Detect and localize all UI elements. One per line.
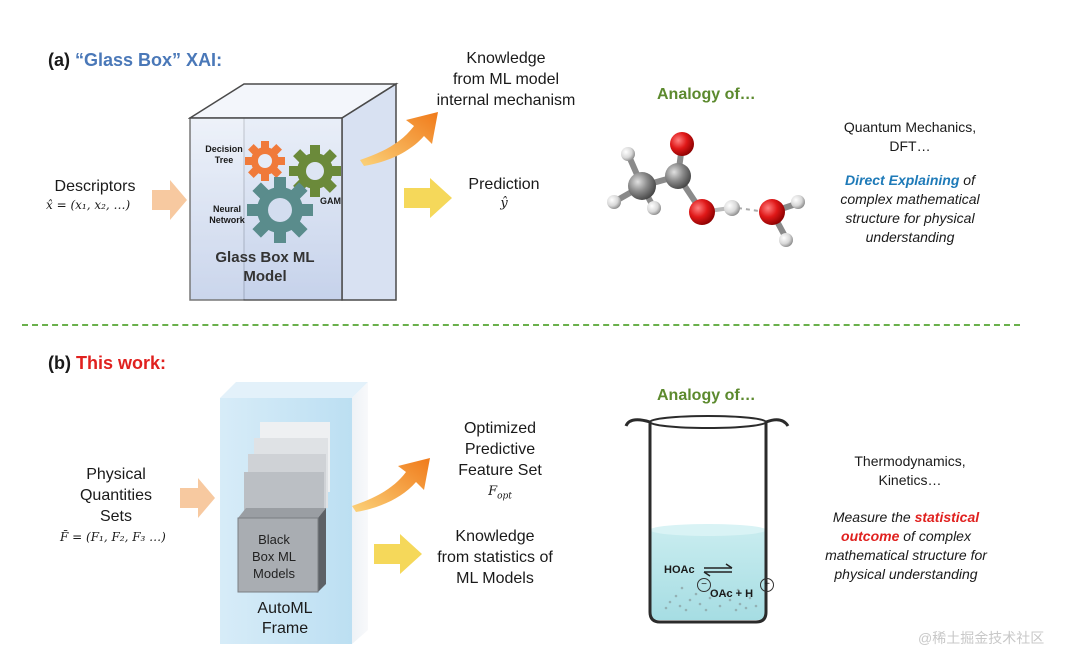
knowledge-b: Knowledge from statistics of ML Models [420,526,570,589]
analogy-b-desc-line-1: Measure the statistical [798,508,1014,527]
section-a-prefix: (a) [48,50,70,70]
outcome-highlight: outcome [841,528,900,544]
knowledge-b-line-3: ML Models [456,570,534,587]
analogy-b-description: Measure the statistical outcome of compl… [798,508,1014,584]
watermark: @稀土掘金技术社区 [918,630,1045,646]
optimized-line-2: Predictive [464,441,536,458]
black-box-line-1: Black [258,532,290,547]
section-b-heading: (b) This work: [48,353,166,374]
analogy-a-text: Quantum Mechanics, DFT… [818,118,1002,156]
gam-label: GAM [320,196,341,206]
analogy-a-desc-line-4: understanding [865,229,955,245]
analogy-heading-b: Analogy of… [657,387,756,404]
black-box-label: Black Box ML Models [240,531,308,582]
section-divider [22,324,1020,326]
automl-frame-label: AutoML Frame [230,599,340,639]
physical-quantities-formula: F̄ = (F₁, F₂, F₃ …) [60,530,166,544]
molecule-illustration [607,132,805,247]
knowledge-b-line-1: Knowledge [455,528,535,545]
analogy-b-desc-line-2: outcome of complex [798,527,1014,546]
automl-frame-line-1: AutoML [257,600,313,617]
automl-frame [220,382,368,644]
knowledge-a-line-2: from ML model [452,71,560,88]
analogy-b-text: Thermodynamics, Kinetics… [810,452,1010,490]
physical-quantities-line-2: Quantities [79,487,153,504]
analogy-b-rest-1: of complex [899,528,971,544]
analogy-a-desc-line-1: Direct Explaining of [810,171,1010,190]
green-gear-icon [289,145,341,197]
analogy-a-description: Direct Explaining of complex mathematica… [810,171,1010,247]
analogy-b-line-2: Kinetics… [878,472,942,488]
analogy-heading-a: Analogy of… [657,86,756,103]
physical-quantities-line-1: Physical [86,466,146,483]
decision-tree-label: Decision Tree [202,144,246,166]
statistical-highlight: statistical [914,509,980,525]
analogy-b-line-1: Thermodynamics, [854,453,966,469]
analogy-b-desc-line-3: mathematical structure for [825,547,987,563]
beaker-hoac-label: HOAc [664,564,695,576]
glass-box-model-line-1: Glass Box ML [215,249,315,266]
neural-network-line-2: Network [209,215,245,225]
analogy-a-line-2: DFT… [889,138,931,154]
automl-frame-line-2: Frame [261,620,309,637]
analogy-a-rest-1: of [959,172,975,188]
knowledge-b-line-2: from statistics of [437,549,553,566]
curved-arrow-a [360,112,438,166]
analogy-a-desc-line-2: complex mathematical [840,191,980,207]
prediction-symbol: ŷ [500,196,508,211]
glass-box-model-label: Glass Box ML Model [196,248,334,286]
curved-arrow-b [352,458,430,512]
input-arrow-a [152,180,187,220]
teal-gear-icon [247,177,313,243]
direct-explaining-highlight: Direct Explaining [845,172,960,188]
descriptors-label: Descriptors [54,178,136,195]
black-box-line-3: Models [253,566,295,581]
beaker-minus-sign: − [697,578,711,592]
optimized-feature-set: Optimized Predictive Feature Set [430,418,570,481]
input-arrow-b [180,478,215,518]
analogy-b-pre: Measure the [832,509,915,525]
optimized-symbol: Fopt [450,484,550,502]
beaker-illustration [624,415,790,624]
decision-tree-line-2: Tree [214,155,234,165]
optimized-line-1: Optimized [463,420,537,437]
knowledge-a: Knowledge from ML model internal mechani… [418,48,594,111]
optimized-line-3: Feature Set [458,462,542,479]
section-a-title: “Glass Box” XAI: [75,50,223,70]
decision-tree-line-1: Decision [205,144,243,154]
orange-gear-icon [245,141,285,181]
descriptors-formula: x̂ = (x₁, x₂, …) [46,198,131,212]
neural-network-label: Neural Network [204,204,250,226]
analogy-a-desc-line-3: structure for physical [845,210,975,226]
section-b-title: This work: [76,353,167,373]
section-b-prefix: (b) [48,353,71,373]
physical-quantities-line-3: Sets [99,508,132,525]
physical-quantities-label: Physical Quantities Sets [56,464,176,527]
black-box-line-2: Box ML [251,549,297,564]
knowledge-a-line-1: Knowledge [466,50,546,67]
glass-box-model-line-2: Model [243,268,287,285]
neural-network-line-1: Neural [212,204,241,214]
output-arrow-a [404,178,452,218]
section-a-heading: (a) “Glass Box” XAI: [48,50,222,71]
optimized-symbol-base: F [488,484,498,499]
prediction-label: Prediction [468,176,540,193]
knowledge-a-line-3: internal mechanism [436,92,576,109]
analogy-a-line-1: Quantum Mechanics, [843,119,977,135]
analogy-b-desc-line-4: physical understanding [834,566,978,582]
optimized-symbol-subscript: opt [497,491,512,502]
beaker-oac-label: OAc + H [710,588,754,600]
beaker-plus-sign: + [760,578,774,592]
output-arrow-b [374,534,422,574]
